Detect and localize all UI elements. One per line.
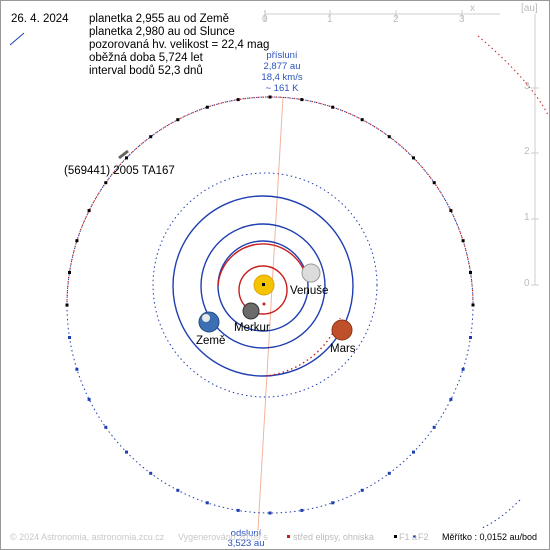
orbit-point-marker [176, 118, 180, 122]
orbit-point-marker [125, 450, 128, 454]
orbit-point-marker [300, 98, 304, 102]
orbit-point-marker [360, 118, 364, 122]
perihelion-title: přísluní [266, 50, 298, 61]
earth-orbit [200, 223, 326, 349]
legend-f1-text: F1 a [399, 532, 418, 542]
orbit-point-marker [387, 471, 391, 475]
orbit-point-marker [149, 135, 153, 139]
orbit-point-marker [469, 336, 472, 339]
mars-label: Mars [330, 343, 356, 355]
orbit-point-marker [75, 367, 79, 371]
mercury-label: Merkur [234, 322, 270, 334]
scale-text: Měřítko : 0,0152 au/bod [442, 532, 538, 542]
perihelion-label: přísluní 2,877 au 18,4 km/s ~ 161 K [252, 50, 312, 94]
orbit-point-marker [65, 303, 69, 307]
aphelion-distance: 3,523 au [227, 538, 265, 549]
y-tick-label: 3 [524, 81, 530, 92]
perihelion-distance: 2,877 au [263, 61, 301, 72]
orbital-period: oběžná doba 5,724 let [89, 52, 203, 64]
distance-sun: planetka 2,980 au od Slunce [89, 26, 235, 38]
magnitude: pozorovaná hv. velikost = 22,4 mag [89, 39, 270, 51]
orbit-point-marker [300, 508, 304, 512]
ellipse-center-dot [262, 302, 266, 306]
distance-earth: planetka 2,955 au od Země [89, 13, 230, 25]
copyright-text: © 2024 Astronomia, astronomia.zcu.cz [10, 532, 165, 542]
orbit-point-marker [236, 98, 240, 102]
orbit-point-marker [432, 425, 436, 429]
orbit-point-marker [75, 239, 79, 243]
orbit-point-marker [461, 367, 465, 371]
orbit-point-marker [469, 271, 472, 274]
earth-label: Země [196, 335, 226, 347]
orbit-point-marker [149, 471, 153, 475]
orbit-point-marker [412, 156, 415, 160]
orbit-point-marker [176, 488, 180, 492]
perihelion-temperature: ~ 161 K [265, 83, 299, 94]
aphelion-title: odsluní [230, 528, 262, 539]
f1-marker-icon [394, 535, 397, 538]
orbit-point-marker [87, 209, 91, 213]
point-interval: interval bodů 52,3 dnů [89, 65, 203, 77]
date-label: 26. 4. 2024 [11, 13, 69, 25]
mercury-orbit [238, 265, 288, 315]
sun-center [262, 283, 265, 286]
asteroid-marker [118, 149, 129, 160]
orbit-point-marker [205, 501, 209, 505]
orbit-point-marker [68, 336, 71, 339]
mars-orbit-blue [172, 195, 354, 377]
venus-orbit-red [217, 243, 308, 287]
orbit-point-marker [68, 271, 71, 274]
mars-orbit-red [264, 317, 341, 377]
venus-planet [301, 263, 321, 283]
legend-f2-text: F2 [418, 532, 429, 542]
orbit-point-marker [87, 397, 91, 401]
orbit-point-marker [125, 156, 128, 160]
orbit-point-marker [268, 511, 272, 515]
x-axis-symbol: x [470, 3, 475, 14]
legend-center-text: střed elipsy, ohniska [293, 532, 374, 542]
earth-planet [198, 311, 220, 333]
orbit-point-marker [449, 209, 453, 213]
axis-unit: [au] [521, 3, 538, 14]
orbit-point-marker [461, 239, 465, 243]
mars-planet [331, 319, 353, 341]
y-tick-label: 1 [524, 212, 530, 223]
earth-cloud [202, 314, 210, 322]
orbit-point-marker [471, 303, 475, 307]
y-tick-label: 0 [524, 278, 530, 289]
perihelion-speed: 18,4 km/s [261, 72, 303, 83]
orbit-point-marker [432, 181, 436, 185]
x-tick-label: 2 [393, 14, 399, 25]
orbit-point-marker [412, 450, 415, 454]
far-orbit-arc [477, 35, 549, 116]
orbit-point-marker [387, 135, 391, 139]
asteroid-orbit-upper [66, 96, 474, 306]
x-tick-label: 3 [459, 14, 465, 25]
orbit-point-marker [104, 425, 108, 429]
orbit-point-marker [104, 181, 108, 185]
venus-label: Venuše [290, 285, 329, 297]
orbit-point-marker [236, 508, 240, 512]
reference-circle [152, 172, 378, 398]
asteroid-name: (569441) 2005 TA167 [64, 165, 175, 177]
orbit-point-marker [449, 397, 453, 401]
f2-marker-icon [413, 535, 416, 538]
orbit-point-marker [268, 95, 272, 99]
orbit-point-marker [331, 105, 335, 109]
mercury-planet [242, 302, 260, 320]
x-tick-label: 1 [327, 14, 333, 25]
generated-text: Vygenerováno 20:09 s [178, 532, 268, 542]
y-tick-label: 2 [524, 146, 530, 157]
aphelion-label: odsluní 3,523 au [216, 529, 276, 549]
asteroid-position-markers [65, 95, 475, 515]
orbit-point-marker [360, 488, 364, 492]
legend-line-icon [9, 32, 25, 46]
center-marker-icon [287, 535, 290, 538]
orbit-point-marker [331, 501, 335, 505]
x-tick-label: 0 [262, 14, 268, 25]
orbit-point-marker [205, 105, 209, 109]
